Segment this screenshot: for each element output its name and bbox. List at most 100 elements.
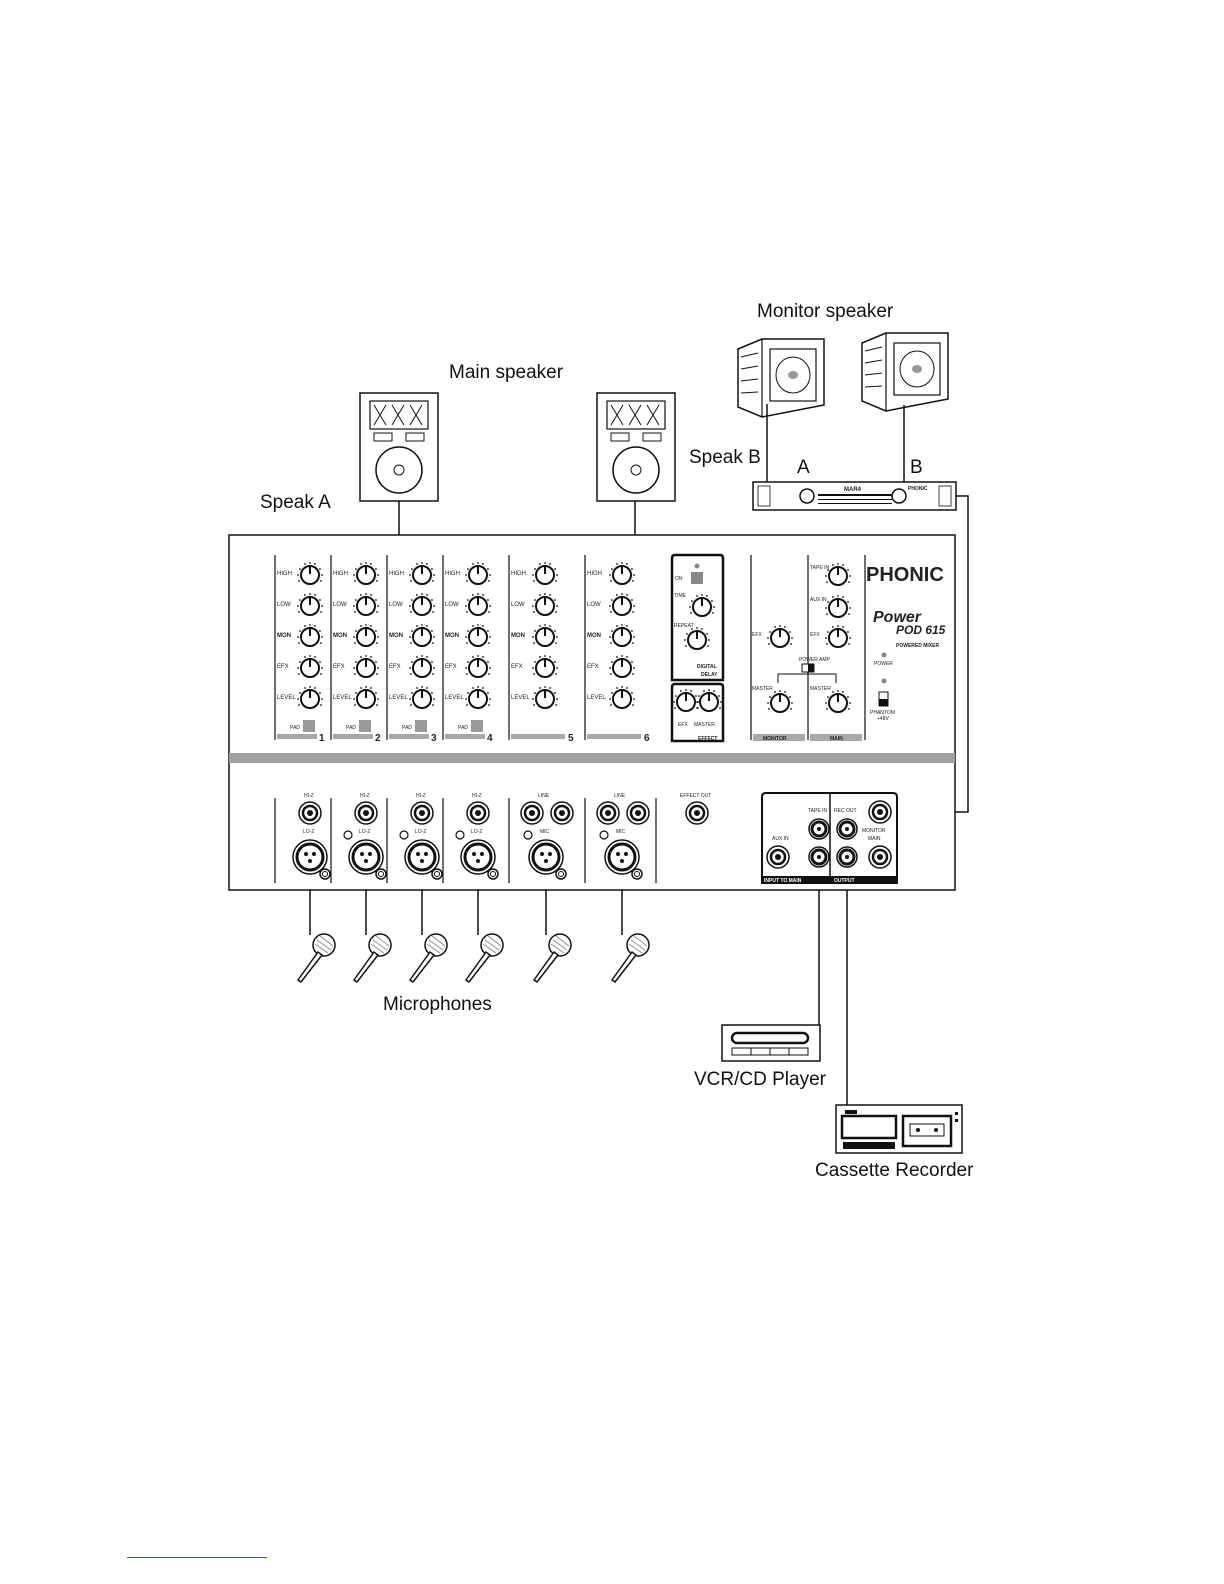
ch4-loz-label: LO-Z [471,829,482,835]
effect-out-label: EFFECT OUT [680,793,711,799]
phantom-label: PHANTOM [870,710,895,716]
ch4-pad-label: PAD [458,725,468,731]
ch1-hiz-label: HI-Z [304,793,314,799]
vcr-cd-player [721,1024,821,1062]
main-title: MAIN [830,736,843,742]
ch6-efx-label: EFX [587,664,599,670]
monitor-jack-label: MONITOR [862,828,886,834]
digital-delay-section: ON TIME REPEAT DIGITAL DELAY [670,553,725,682]
ch6-mon-label: MON [587,633,601,639]
ch2-loz-label: LO-Z [359,829,370,835]
a-label: A [797,457,810,478]
delay-repeat-label: REPEAT [674,623,694,629]
channel-number-3: 3 [431,733,437,744]
speak-b-label: Speak B [689,447,761,468]
main-aux-in-label: AUX IN [810,597,827,603]
cassette-recorder-label: Cassette Recorder [815,1160,974,1181]
main-jack-label: MAIN [868,836,881,842]
ch5-level-label: LEVEL [511,695,530,701]
input-jacks [291,800,710,881]
ch5-low-label: LOW [511,602,525,608]
ch4-high-label: HIGH [445,571,460,577]
amplifier-brand-text: PHONIC [908,486,928,492]
mixer-model-line1: Power [873,609,922,626]
microphones-label: Microphones [383,994,492,1015]
ch1-loz-label: LO-Z [303,829,314,835]
amplifier-model-text: MAR4 [844,487,862,493]
ch4-mon-label: MON [445,633,459,639]
delay-title-1: DIGITAL [697,664,717,670]
main-tape-in-label: TAPE IN [810,565,829,571]
tape-in-jack-label: TAPE IN [808,808,827,814]
channel-number-5: 5 [568,733,574,744]
monitor-speaker-label: Monitor speaker [757,301,894,322]
channel-number-1: 1 [319,733,325,744]
ch4-level-label: LEVEL [445,695,464,701]
power-label: POWER [874,661,893,667]
vcr-cd-player-label: VCR/CD Player [694,1069,826,1090]
ch2-high-label: HIGH [333,571,348,577]
monitor-master-label: MASTER [752,686,773,692]
ch4-efx-label: EFX [445,664,457,670]
ch6-high-label: HIGH [587,571,602,577]
ch5-efx-label: EFX [511,664,523,670]
effect-master-label: MASTER [694,722,715,728]
effect-efx-label: EFX [678,722,688,728]
mixer-subtitle: POWERED MIXER [896,643,939,649]
main-speaker-right [596,392,676,502]
ch6-low-label: LOW [587,602,601,608]
ch1-low-label: LOW [277,602,291,608]
ch4-hiz-label: HI-Z [472,793,482,799]
ch2-low-label: LOW [333,602,347,608]
ch6-level-label: LEVEL [587,695,606,701]
monitor-section: EFX MASTER MONITOR POWER AMP [752,624,837,742]
output-label: OUTPUT [834,878,855,884]
ch2-hiz-label: HI-Z [360,793,370,799]
ch3-mon-label: MON [389,633,403,639]
monitor-efx-label: EFX [752,632,762,638]
power-amplifier: MAR4 PHONIC [752,481,957,511]
ch2-pad-label: PAD [346,725,356,731]
microphones [297,933,650,983]
mixer-brand-logo: PHONIC [866,564,944,586]
ch1-high-label: HIGH [277,571,292,577]
effect-section: EFX MASTER EFFECT [670,682,725,743]
b-label: B [910,457,923,478]
channel-number-2: 2 [375,733,381,744]
channel-number-6: 6 [644,733,650,744]
channel-number-4: 4 [487,733,493,744]
ch3-loz-label: LO-Z [415,829,426,835]
monitor-title: MONITOR [763,736,787,742]
aux-in-jack-label: AUX IN [772,836,789,842]
ch1-level-label: LEVEL [277,695,296,701]
main-master-label: MASTER [810,686,831,692]
effect-title: EFFECT [698,736,717,742]
mixer-branding: PHONIC Power POD 615 POWERED MIXER POWER… [866,564,946,722]
ch3-level-label: LEVEL [389,695,408,701]
rec-out-jack-label: REC OUT [834,808,857,814]
cassette-recorder [835,1104,963,1154]
delay-on-label: ON [675,576,683,582]
io-panel: AUX IN TAPE IN REC OUT MONITOR MAIN INPU… [761,792,898,884]
ch3-pad-label: PAD [402,725,412,731]
ch3-high-label: HIGH [389,571,404,577]
main-section: TAPE IN AUX IN EFX MASTER MAIN [810,562,862,742]
ch5-mon-label: MON [511,633,525,639]
footnote-separator [127,1557,267,1558]
ch6-line-label: LINE [614,793,626,799]
main-speaker-label: Main speaker [449,362,564,383]
input-to-main-label: INPUT TO MAIN [764,878,802,884]
ch3-low-label: LOW [389,602,403,608]
speak-a-label: Speak A [260,492,331,513]
ch5-line-label: LINE [538,793,550,799]
main-speaker-left [359,392,439,502]
ch2-efx-label: EFX [333,664,345,670]
ch3-hiz-label: HI-Z [416,793,426,799]
ch5-high-label: HIGH [511,571,526,577]
ch3-efx-label: EFX [389,664,401,670]
phantom-value: +48V [877,716,889,722]
ch2-mon-label: MON [333,633,347,639]
monitor-speaker-b [861,332,949,412]
mixer-model-line2: POD 615 [896,623,946,637]
